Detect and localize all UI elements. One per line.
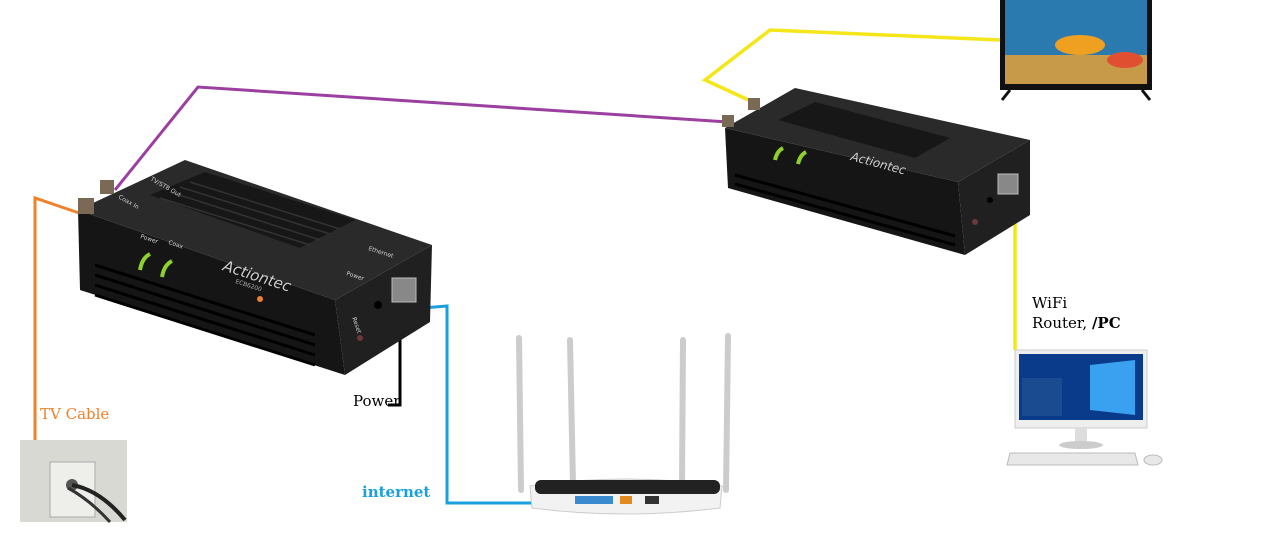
led-coax-label: Coax xyxy=(167,239,184,250)
tv-cable-label: TV Cable xyxy=(40,405,110,423)
wifi-router-label-line1: WiFi xyxy=(1032,294,1068,312)
tv-link-line xyxy=(701,28,1001,105)
router-text: Router, xyxy=(1032,314,1092,332)
power-led xyxy=(138,252,152,271)
wifi-router-label-line2: Router, /PC xyxy=(1032,314,1121,332)
power-label: Power xyxy=(353,392,401,410)
coax-led xyxy=(160,259,174,278)
power-led xyxy=(773,146,785,161)
ethernet-port xyxy=(391,277,417,303)
tv-cable-line xyxy=(33,195,83,440)
right-moca-adapter: Actiontec xyxy=(722,88,1030,255)
television xyxy=(1000,0,1152,101)
wall-outlet-photo xyxy=(20,440,127,524)
ethernet-port xyxy=(997,173,1019,195)
coax-in-connector xyxy=(78,198,94,214)
coax-link-line xyxy=(113,85,729,191)
wifi-router xyxy=(516,333,731,515)
desktop-pc xyxy=(1006,349,1163,466)
coax-led xyxy=(796,150,808,165)
left-moca-adapter: Actiontec ECB6200 TV/STB Out Coax In Pow… xyxy=(78,160,432,375)
tv-out-connector xyxy=(100,180,114,194)
internet-line xyxy=(397,304,592,505)
internet-label: internet xyxy=(362,483,431,501)
pc-text: /PC xyxy=(1091,314,1121,332)
